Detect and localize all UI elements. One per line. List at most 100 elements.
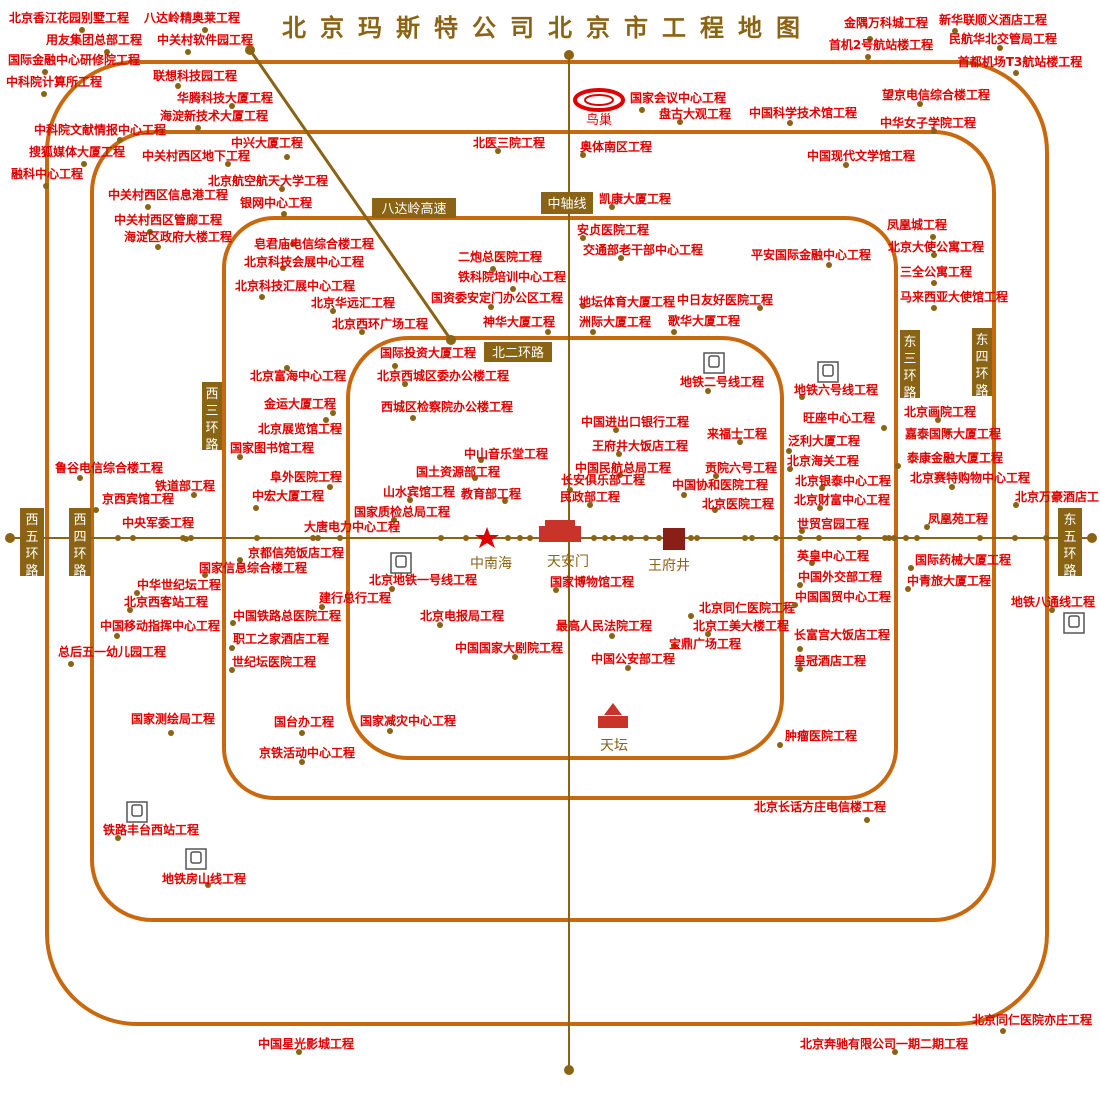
project-label: 铁路丰台西站工程 xyxy=(103,822,199,837)
project-label: 国台办工程 xyxy=(274,714,334,729)
project-label: 北京万豪酒店工 xyxy=(1015,489,1099,504)
project-label: 北京华远汇工程 xyxy=(311,295,395,310)
project-marker: 肿瘤医院工程 xyxy=(777,728,857,748)
project-marker: 奥体南区工程 xyxy=(580,139,652,158)
project-marker: 中关村西区管廊工程 xyxy=(114,212,222,235)
project-label: 中宏大厦工程 xyxy=(252,488,324,503)
svg-text:天坛: 天坛 xyxy=(600,738,628,754)
project-label: 京西宾馆工程 xyxy=(102,491,174,506)
project-label: 皇冠酒店工程 xyxy=(794,653,866,668)
project-dot xyxy=(949,484,955,490)
ring-3rd xyxy=(222,216,898,800)
svg-text:鸟巢: 鸟巢 xyxy=(586,112,612,128)
project-label: 洲际大厦工程 xyxy=(579,314,651,329)
project-label: 中兴大厦工程 xyxy=(231,135,303,150)
project-marker: 中关村软件园工程 xyxy=(157,32,253,55)
project-label: 北京海关工程 xyxy=(787,453,859,468)
project-marker: 总后五一幼儿园工程 xyxy=(58,644,166,667)
axis-dot xyxy=(622,535,628,541)
project-marker: 中国民航总局工程 xyxy=(575,460,671,478)
project-dot xyxy=(81,161,87,167)
project-label: 中国协和医院工程 xyxy=(672,477,768,492)
project-dot xyxy=(229,103,235,109)
project-label: 北京科技汇展中心工程 xyxy=(235,278,355,293)
project-dot xyxy=(931,305,937,311)
project-label: 泰康金融大厦工程 xyxy=(906,450,1003,465)
project-label: 国资委安定门办公区工程 xyxy=(431,290,563,305)
project-label: 王府井大饭店工程 xyxy=(592,438,688,453)
project-label: 中华女子学院工程 xyxy=(880,115,976,130)
project-dot xyxy=(281,211,287,217)
project-label: 融科中心工程 xyxy=(11,166,83,181)
project-dot xyxy=(931,280,937,286)
project-marker: 中国国贸中心工程 xyxy=(792,589,891,608)
svg-text:西五环路: 西五环路 xyxy=(25,513,38,579)
project-marker: 皇冠酒店工程 xyxy=(794,653,866,672)
axis-dot xyxy=(130,535,136,541)
project-dot xyxy=(797,646,803,652)
project-marker: 北京财富中心工程 xyxy=(794,492,890,511)
project-dot xyxy=(580,152,586,158)
label-north-2nd-ring: 北二环路 xyxy=(484,342,552,362)
project-dot xyxy=(237,557,243,563)
project-marker: 国际金融中心研修院工程 xyxy=(8,52,140,75)
project-dot xyxy=(478,457,484,463)
project-dot xyxy=(68,661,74,667)
badaling-expressway xyxy=(248,49,453,341)
project-marker: 来福士工程 xyxy=(706,426,767,445)
project-marker: 地坛体育大厦工程 xyxy=(579,294,675,309)
project-marker: 国家图书馆工程 xyxy=(230,440,314,460)
project-label: 民政部工程 xyxy=(560,489,620,504)
axis-dot xyxy=(1012,535,1018,541)
project-label: 凯康大厦工程 xyxy=(599,191,671,206)
project-label: 地铁房山线工程 xyxy=(162,871,246,886)
project-dot xyxy=(713,473,719,479)
project-marker: 首机2号航站楼工程 xyxy=(829,37,933,60)
project-dot xyxy=(777,742,783,748)
project-label: 中华世纪坛工程 xyxy=(137,577,221,592)
project-label: 北京画院工程 xyxy=(904,404,976,419)
project-label: 北医三院工程 xyxy=(473,135,545,150)
project-dot xyxy=(359,329,365,335)
project-dot xyxy=(389,586,395,592)
project-label: 平安国际金融中心工程 xyxy=(751,247,871,262)
project-dot xyxy=(115,835,121,841)
project-marker: 民政部工程 xyxy=(560,489,620,508)
project-dot xyxy=(77,475,83,481)
svg-text:西四环路: 西四环路 xyxy=(73,513,86,579)
project-label: 海淀区政府大楼工程 xyxy=(124,229,232,244)
project-label: 北京大使公寓工程 xyxy=(888,239,984,254)
project-label: 铁科院培训中心工程 xyxy=(458,269,566,284)
project-dot xyxy=(809,560,815,566)
project-label: 国家会议中心工程 xyxy=(630,90,726,105)
project-marker: 中国公安部工程 xyxy=(591,651,675,671)
project-marker: 国资委安定门办公区工程 xyxy=(431,290,563,310)
axis-dot xyxy=(977,535,983,541)
project-dot xyxy=(817,505,823,511)
project-dot xyxy=(1013,502,1019,508)
project-marker: 国土资源部工程 xyxy=(416,464,500,481)
project-marker: 北京西环广场工程 xyxy=(332,316,428,335)
project-label: 铁道部工程 xyxy=(155,478,215,493)
project-label: 盘古大观工程 xyxy=(659,106,731,121)
project-marker: 皂君庙电信综合楼工程 xyxy=(254,236,374,251)
project-dot xyxy=(580,303,586,309)
project-label: 中国铁路总医院工程 xyxy=(233,608,341,623)
project-dot xyxy=(865,54,871,60)
project-marker: 联想科技园工程 xyxy=(153,68,237,89)
ring-5th xyxy=(45,60,1049,1026)
project-label: 北京科技会展中心工程 xyxy=(244,254,364,269)
project-marker: 鲁谷电信综合楼工程 xyxy=(54,460,163,481)
project-dot xyxy=(712,507,718,513)
project-label: 北京奔驰有限公司一期二期工程 xyxy=(800,1036,968,1051)
project-marker: 北京展览馆工程 xyxy=(258,417,342,436)
ring-2nd xyxy=(346,336,784,760)
project-label: 国土资源部工程 xyxy=(416,464,500,479)
project-dot xyxy=(407,497,413,503)
project-dot xyxy=(490,266,496,272)
axis-dot xyxy=(891,535,897,541)
project-marker: 西城区检察院办公楼工程 xyxy=(381,399,513,421)
project-label: 英皇中心工程 xyxy=(797,548,869,563)
project-dot xyxy=(391,517,397,523)
project-dot xyxy=(205,882,211,888)
